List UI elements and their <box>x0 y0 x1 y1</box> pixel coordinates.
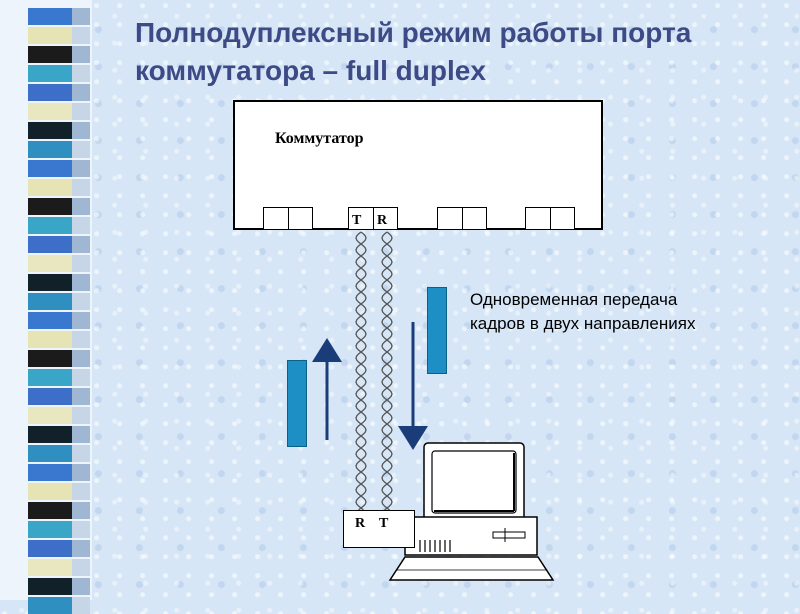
stripe-block <box>28 312 72 329</box>
stripe-block <box>28 483 72 500</box>
stripe-block <box>28 559 72 576</box>
stripe-tick <box>72 179 90 196</box>
stripe-block <box>28 274 72 291</box>
decorative-stripe <box>0 0 92 614</box>
stripe-block <box>28 521 72 538</box>
stripe-block <box>28 502 72 519</box>
stripe-tick <box>72 217 90 234</box>
stripe-block <box>28 388 72 405</box>
stripe-block <box>28 103 72 120</box>
stripe-block <box>28 540 72 557</box>
stripe-block <box>28 407 72 424</box>
twisted-pair-cable-2 <box>381 231 393 511</box>
stripe-block <box>28 369 72 386</box>
switch-port-2 <box>348 207 398 230</box>
stripe-tick <box>72 46 90 63</box>
stripe-block <box>28 293 72 310</box>
stripe-block <box>28 198 72 215</box>
stripe-tick <box>72 293 90 310</box>
callout-text: Одновременная передача кадров в двух нап… <box>470 288 695 336</box>
stripe-block <box>28 160 72 177</box>
stripe-tick <box>72 578 90 595</box>
stripe-tick <box>72 141 90 158</box>
title-line-2: коммутатора – full duplex <box>135 55 486 86</box>
stripe-tick <box>72 426 90 443</box>
stripe-block <box>28 445 72 462</box>
stripe-tick <box>72 274 90 291</box>
nic-rx-label: R <box>355 516 366 531</box>
stripe-block <box>28 331 72 348</box>
stripe-tick <box>72 84 90 101</box>
stripe-tick <box>72 122 90 139</box>
stripe-tick <box>72 559 90 576</box>
stripe-block <box>28 217 72 234</box>
stripe-tick <box>72 8 90 25</box>
stripe-tick <box>72 312 90 329</box>
stripe-tick <box>72 369 90 386</box>
twisted-pair-cable-1 <box>355 231 367 511</box>
slide-title: Полнодуплексный режим работы порта комму… <box>135 14 775 90</box>
stripe-block <box>28 8 72 25</box>
stripe-block <box>28 350 72 367</box>
switch-port-rx-label: R <box>377 213 388 228</box>
stripe-tick <box>72 464 90 481</box>
switch-port-1 <box>263 207 313 230</box>
switch-port-4 <box>525 207 575 230</box>
stripe-tick <box>72 521 90 538</box>
title-line-1: Полнодуплексный режим работы порта <box>135 17 692 48</box>
switch-port-tx-label: T <box>352 213 362 228</box>
stripe-tick <box>72 407 90 424</box>
switch-port-3 <box>437 207 487 230</box>
stripe-block <box>28 464 72 481</box>
stripe-tick <box>72 388 90 405</box>
stripe-tick <box>72 198 90 215</box>
switch-label: Коммутатор <box>275 130 364 147</box>
stripe-tick <box>72 331 90 348</box>
computer-icon <box>388 442 555 581</box>
stripe-block <box>28 236 72 253</box>
stripe-block <box>28 65 72 82</box>
downward-frame-bar <box>427 287 447 374</box>
stripe-block <box>28 84 72 101</box>
stripe-tick <box>72 160 90 177</box>
stripe-tick <box>72 236 90 253</box>
callout-line-1: Одновременная передача <box>470 290 678 309</box>
callout-line-2: кадров в двух направлениях <box>470 314 696 333</box>
stripe-tick <box>72 255 90 272</box>
stripe-block <box>28 179 72 196</box>
stripe-tick <box>72 445 90 462</box>
network-adapter-box <box>343 510 415 548</box>
stripe-tick <box>72 502 90 519</box>
nic-tx-label: T <box>379 516 389 531</box>
stripe-block <box>28 578 72 595</box>
stripe-block <box>28 27 72 44</box>
stripe-tick <box>72 103 90 120</box>
upward-frame-bar <box>287 360 307 447</box>
stripe-block <box>28 255 72 272</box>
stripe-tick <box>72 27 90 44</box>
stripe-tick <box>72 350 90 367</box>
stripe-tick <box>72 483 90 500</box>
stripe-block <box>28 122 72 139</box>
stripe-block <box>28 46 72 63</box>
stripe-tick <box>72 65 90 82</box>
stripe-block <box>28 141 72 158</box>
stripe-tick <box>72 540 90 557</box>
stripe-block <box>28 426 72 443</box>
diagram-graphics <box>312 231 555 581</box>
